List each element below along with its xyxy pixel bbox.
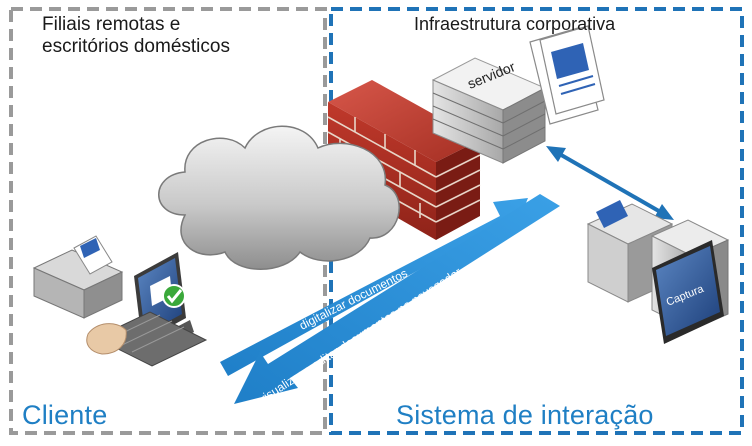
interaction-zone-title: Infraestrutura corporativa xyxy=(414,14,616,34)
server-capture-link xyxy=(546,146,674,220)
view-arrow xyxy=(234,194,560,404)
client-zone-title-line1: Filiais remotas e xyxy=(42,14,181,35)
interaction-zone-label: Sistema de interação xyxy=(396,400,654,430)
client-zone-title-line2: escritórios domésticos xyxy=(42,36,230,57)
client-zone-border xyxy=(9,7,327,435)
printer-icon xyxy=(32,235,124,319)
scan-arrow xyxy=(220,198,528,376)
checkmark-icon xyxy=(162,284,186,308)
client-zone-title: Filiais remotas e escritórios domésticos xyxy=(42,14,230,58)
client-zone-label: Cliente xyxy=(22,400,108,430)
document-icon xyxy=(529,25,605,125)
server-icon: servidor xyxy=(431,57,547,164)
cloud-icon xyxy=(158,125,400,270)
client-workstation-icon xyxy=(32,235,208,367)
capture-station-icon: Captura xyxy=(586,200,730,344)
